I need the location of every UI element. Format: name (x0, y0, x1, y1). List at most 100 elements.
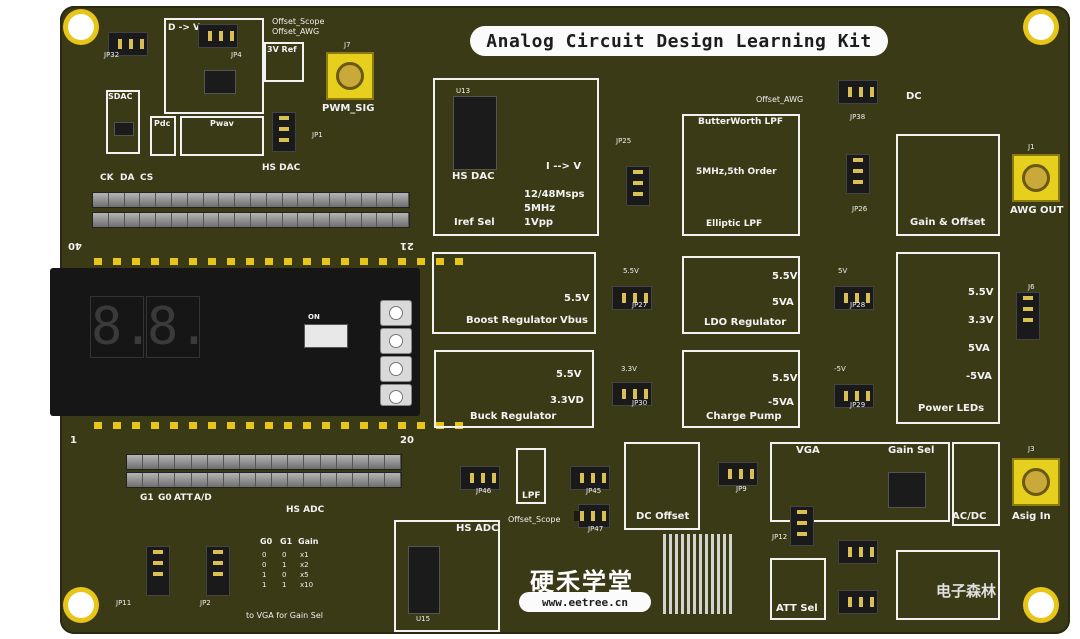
signal-offset-awg-2: Offset_AWG (756, 95, 804, 104)
hs-dac-note-rate: 12/48Msps (524, 189, 585, 200)
adc-header-title: HS ADC (286, 505, 325, 515)
d-to-v-label: D -> V (168, 23, 200, 33)
vga-block (770, 442, 950, 522)
boost-block (432, 252, 596, 334)
buck-vin: 5.5V (556, 369, 582, 380)
charge-pump-title: Charge Pump (706, 411, 782, 422)
jumper-jp1[interactable] (272, 112, 296, 152)
pwm-sma-connector[interactable] (326, 52, 374, 100)
gain-row1-g0: 0 (262, 551, 267, 559)
led-neg-5va: -5VA (966, 371, 992, 382)
jumper-label-jp47: JP9 (736, 485, 747, 493)
iref-sel-label: Iref Sel (454, 217, 495, 228)
jumper-jp9[interactable] (790, 506, 814, 546)
jumper-jp38[interactable] (838, 80, 878, 104)
jumper-volt-jp28: 5V (838, 267, 848, 275)
boost-sub: Vbus (560, 315, 588, 326)
push-button-2[interactable] (380, 328, 412, 354)
adc-pin-header-row2[interactable] (126, 472, 402, 488)
hs-adc-block (394, 520, 500, 632)
dc-offset-block (624, 442, 700, 530)
jumper-label-jp26: JP26 (852, 205, 868, 213)
mount-hole-icon (68, 592, 94, 618)
boost-vout: 5.5V (564, 293, 590, 304)
hs-dac-conv: I --> V (546, 161, 582, 172)
jumper-jp47[interactable] (718, 462, 758, 486)
jumper-jp26[interactable] (846, 154, 870, 194)
dac-pin-cs: CS (140, 173, 154, 183)
pwav-block (180, 116, 264, 156)
watermark: 电子森林 (936, 582, 997, 600)
ldo-vout: 5VA (772, 297, 794, 308)
signal-offset-scope-2: Offset_Scope (508, 515, 561, 524)
module-pins-top (94, 258, 463, 265)
jumper-label-jp46: JP46 (476, 487, 492, 495)
jumper-att-2[interactable] (838, 590, 878, 614)
ldo-title: LDO Regulator (704, 317, 787, 328)
jumper-label-jp28: JP28 (850, 301, 866, 309)
awg-out-connector[interactable] (1012, 154, 1060, 202)
jumper-label-jp30: JP30 (632, 399, 648, 407)
connector-j6[interactable] (1016, 292, 1040, 340)
dip-switch[interactable] (304, 324, 348, 348)
ref3v-block (264, 42, 304, 82)
connector-j7-label: J7 (344, 41, 351, 49)
power-leds-title: Power LEDs (918, 403, 985, 414)
jumper-label-jp32: JP32 (104, 51, 120, 59)
boost-title: Boost Regulator (466, 315, 558, 326)
adc-pin-header[interactable] (126, 454, 402, 470)
pcb-board: SDAC D -> V JP32 JP4 Offset_Scope Offset… (50, 6, 1070, 634)
lpf-small-block (516, 448, 546, 504)
jumper-jp12[interactable] (146, 546, 170, 596)
d-to-v-block (164, 18, 264, 114)
gain-row1-gain: x1 (300, 551, 309, 559)
jumper-jp25[interactable] (626, 166, 650, 206)
gain-row3-g0: 1 (262, 571, 267, 579)
charge-pump-vout: -5VA (768, 397, 794, 408)
adc-pin-g0: G0 (158, 493, 172, 503)
chip-u15-label: U15 (416, 615, 431, 623)
connector-j1-label: J1 (1028, 143, 1035, 151)
fpga-dev-module: 8. 8. ON (50, 268, 420, 416)
dac-pin-header-row2[interactable] (92, 212, 410, 228)
power-leds-block (896, 252, 1000, 424)
adc-pin-g1: G1 (140, 493, 154, 503)
adc-pin-att: ATT (174, 493, 193, 503)
seven-seg-display-2: 8. (146, 296, 210, 358)
asig-in-connector[interactable] (1012, 458, 1060, 506)
charge-pump-vin: 5.5V (772, 373, 798, 384)
jumper-label-jp9: JP12 (772, 533, 788, 541)
push-button-4[interactable] (380, 384, 412, 406)
jumper-jp4[interactable] (198, 24, 238, 48)
jumper-jp11[interactable] (206, 546, 230, 596)
chip-u13-label: U13 (456, 87, 471, 95)
pwm-label: PWM_SIG (322, 103, 375, 114)
gain-table-h-g0: G0 (260, 537, 273, 546)
pin-number-40: 40 (68, 240, 82, 251)
ref3v-label: 3V Ref (267, 45, 297, 54)
mount-hole-icon (1028, 592, 1054, 618)
pwav-label: Pwav (210, 119, 234, 128)
hs-dac-block (433, 78, 599, 236)
dc-offset-label: DC Offset (636, 511, 690, 522)
buck-title: Buck Regulator (470, 411, 557, 422)
charge-pump-block (682, 350, 800, 428)
signal-offset-awg: Offset_AWG (272, 27, 320, 36)
website-pill[interactable]: www.eetree.cn (519, 592, 651, 612)
gain-row2-gain: x2 (300, 561, 309, 569)
pin-number-21: 21 (400, 240, 414, 251)
module-pins-bottom (94, 422, 463, 429)
seven-seg-display-1: 8. (90, 296, 154, 358)
push-button-1[interactable] (380, 300, 412, 326)
sdac-block (106, 90, 140, 154)
chip-u12 (888, 472, 926, 508)
gain-row3-gain: x5 (300, 571, 309, 579)
jumper-label-jp11: JP2 (200, 599, 211, 607)
led-3-3v: 3.3V (968, 315, 994, 326)
push-button-3[interactable] (380, 356, 412, 382)
dac-pin-header[interactable] (92, 192, 410, 208)
jumper-att-1[interactable] (838, 540, 878, 564)
website-url: www.eetree.cn (541, 595, 629, 609)
jumper-label-jp4: JP4 (231, 51, 242, 59)
to-vga-label: to VGA for Gain Sel (246, 611, 323, 620)
